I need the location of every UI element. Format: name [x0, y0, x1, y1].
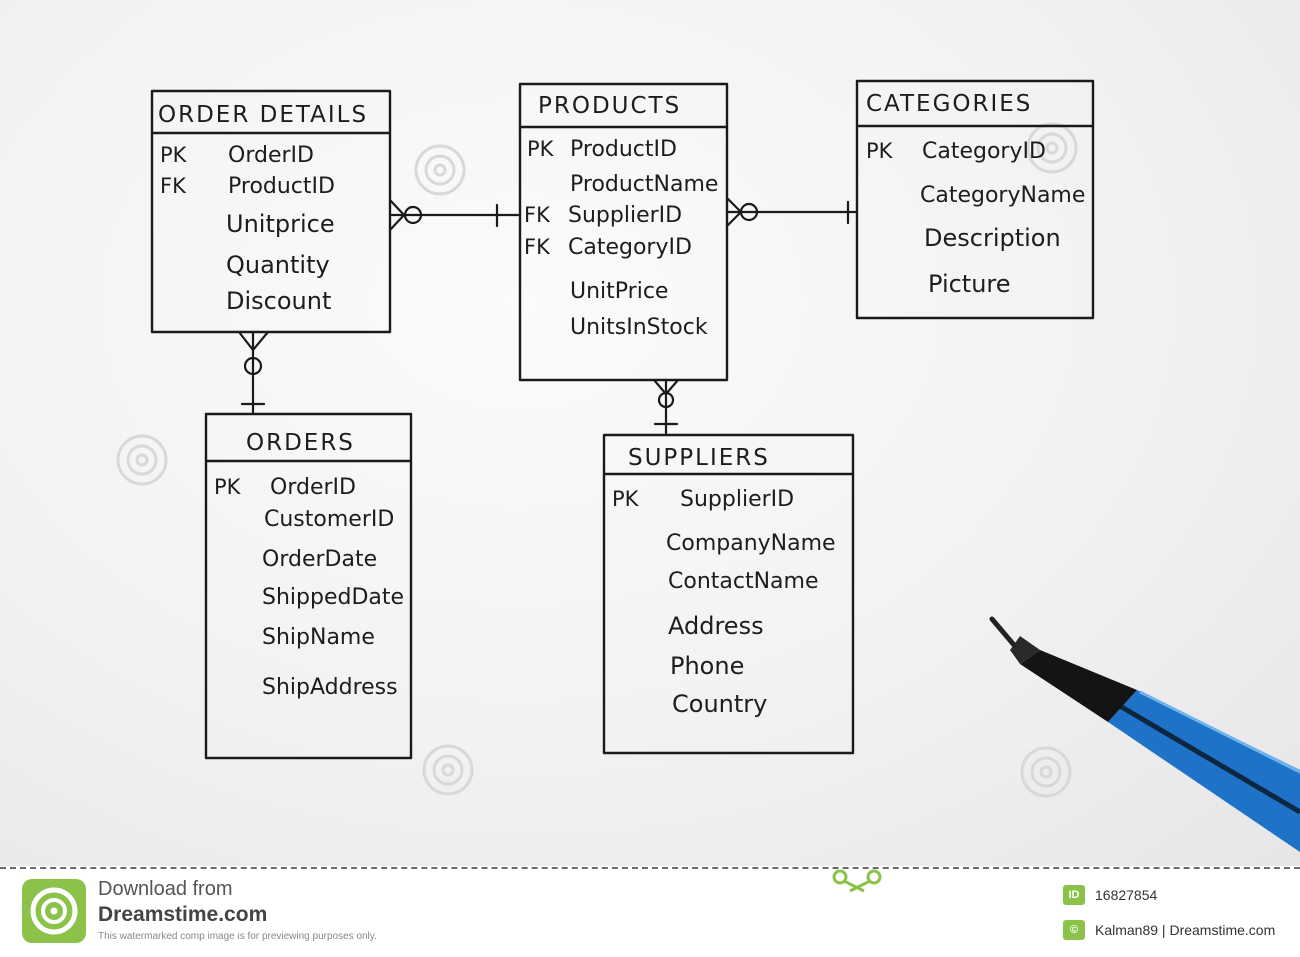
field-name: Discount [226, 287, 331, 315]
key-label: PK [160, 143, 188, 167]
field-name: SupplierID [568, 203, 682, 228]
author-credit[interactable]: Kalman89 | Dreamstime.com [1095, 922, 1276, 938]
field-name: OrderID [270, 475, 356, 500]
field-name: OrderID [228, 143, 314, 168]
entity-orders: ORDERS PK OrderID CustomerID OrderDate S… [204, 412, 413, 760]
entity-box [204, 412, 413, 760]
field-name: ShipName [262, 625, 375, 650]
field-name: Description [924, 224, 1061, 252]
key-label: PK [866, 139, 894, 163]
field-name: Picture [928, 270, 1011, 298]
field-name: SupplierID [680, 487, 794, 512]
footer: Download from Dreamstime.com This waterm… [0, 869, 1300, 957]
field-name: ProductName [570, 172, 718, 197]
key-label: FK [524, 235, 551, 259]
watermark-spirals [116, 122, 1078, 798]
entity-box [150, 89, 392, 334]
field-name: Address [668, 612, 764, 640]
entity-title: ORDER DETAILS [158, 102, 368, 128]
field-name: CategoryID [568, 235, 692, 260]
entity-title: ORDERS [246, 430, 355, 456]
field-name: ProductID [570, 137, 677, 162]
watermark-spiral-icon [414, 144, 466, 196]
field-name: Phone [670, 652, 744, 680]
field-name: CategoryID [922, 139, 1046, 164]
field-name: OrderDate [262, 547, 377, 572]
watermark-spiral-icon [116, 434, 168, 486]
cut-line [0, 867, 1300, 869]
field-name: Country [672, 690, 767, 718]
scissors-icon [832, 869, 882, 893]
field-name: Quantity [226, 251, 330, 279]
download-line-2[interactable]: Dreamstime.com [98, 903, 268, 926]
field-name: ProductID [228, 174, 335, 199]
er-diagram: ORDER DETAILS PK OrderID FK ProductID Un… [116, 79, 1300, 852]
field-name: ShipAddress [262, 675, 398, 700]
image-id: 16827854 [1095, 887, 1158, 903]
key-label: FK [160, 174, 187, 198]
relationship-products-categories [725, 196, 858, 228]
watermark-spiral-icon [422, 744, 474, 796]
preview-note: This watermarked comp image is for previ… [98, 931, 377, 942]
relationship-order-details-products [388, 198, 520, 232]
entity-box [855, 79, 1095, 320]
paper-background: ORDER DETAILS PK OrderID FK ProductID Un… [0, 0, 1300, 866]
key-label: FK [524, 203, 551, 227]
relationship-products-suppliers [652, 378, 680, 436]
field-name: UnitsInStock [570, 315, 708, 340]
dreamstime-logo-icon [22, 879, 86, 943]
field-name: CompanyName [666, 531, 836, 556]
pen-image [989, 616, 1300, 852]
watermark-spiral-icon [1026, 122, 1078, 174]
download-line-1: Download from [98, 878, 233, 900]
entity-suppliers: SUPPLIERS PK SupplierID CompanyName Cont… [602, 433, 855, 755]
key-label: PK [527, 137, 555, 161]
entity-order-details: ORDER DETAILS PK OrderID FK ProductID Un… [150, 89, 392, 334]
entity-products: PRODUCTS PK ProductID ProductName FK Sup… [518, 82, 729, 382]
entity-box [602, 433, 855, 755]
watermark-spiral-icon [1020, 746, 1072, 798]
key-label: PK [214, 475, 242, 499]
key-label: PK [612, 487, 640, 511]
field-name: CustomerID [264, 507, 394, 532]
entity-title: SUPPLIERS [628, 445, 770, 471]
entity-categories: CATEGORIES PK CategoryID CategoryName De… [855, 79, 1095, 320]
copyright-icon: © [1063, 920, 1085, 940]
relationship-order-details-orders [237, 330, 270, 415]
field-name: Unitprice [226, 210, 335, 238]
field-name: ShippedDate [262, 585, 404, 610]
field-name: CategoryName [920, 183, 1085, 208]
entity-box [518, 82, 729, 382]
entity-title: PRODUCTS [538, 93, 681, 119]
field-name: ContactName [668, 569, 819, 594]
field-name: UnitPrice [570, 279, 668, 304]
id-badge-icon: ID [1063, 885, 1085, 905]
entity-title: CATEGORIES [866, 91, 1032, 117]
